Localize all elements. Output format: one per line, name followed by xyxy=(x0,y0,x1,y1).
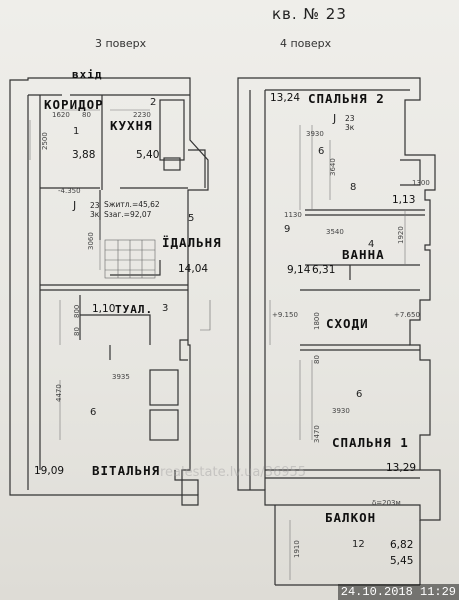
room-area-closet: 1,13 xyxy=(392,194,416,206)
apt-total-area: Sзаг.=92,07 xyxy=(104,210,152,219)
dim-3930: 3930 xyxy=(306,130,324,138)
dim-1920: 1920 xyxy=(397,226,405,244)
apt-living-area: Sжитл.=45,62 xyxy=(104,200,160,209)
dim-1130: 1130 xyxy=(284,211,302,219)
room-number-9: 9 xyxy=(284,224,291,235)
floor-right-label: 4 поверх xyxy=(280,37,332,50)
room-name-bedroom2: СПАЛЬНЯ 2 xyxy=(308,91,385,106)
apt-rooms-3: 3к xyxy=(90,210,100,219)
room-name-balcony: БАЛКОН xyxy=(325,510,377,525)
entrance-label: вхід xyxy=(72,68,103,81)
dim-80: 80 xyxy=(82,111,91,119)
level-mark-7650: +7.650 xyxy=(394,311,420,319)
dim-3930-b: 3930 xyxy=(332,407,350,415)
room-name-corridor: КОРИДОР xyxy=(44,97,104,112)
watermark: realestate.lv.ua/36955 xyxy=(160,465,307,480)
dim-3060: 3060 xyxy=(87,232,95,250)
apt-number-3: 23 xyxy=(90,201,100,210)
apt-rooms-4: 3к xyxy=(345,123,355,132)
room-area-balcony: 6,82 xyxy=(390,539,414,551)
room-name-living: ВІТАЛЬНЯ xyxy=(92,463,161,478)
room-area-corridor: 3,88 xyxy=(72,149,96,161)
dim-1300: 1300 xyxy=(412,179,430,187)
dim-800: 800 xyxy=(73,304,81,318)
room-number-living: 6 xyxy=(90,407,97,418)
dim-3640: 3640 xyxy=(329,158,337,176)
timestamp: 24.10.2018 11:29 xyxy=(337,584,459,600)
room-number-bedroom2: 6 xyxy=(318,146,325,157)
dim-2230: 2230 xyxy=(133,111,151,119)
room-number-corridor: 1 xyxy=(73,126,80,137)
dim-3935: 3935 xyxy=(112,373,130,381)
room-name-bedroom1: СПАЛЬНЯ 1 xyxy=(332,435,409,450)
dim-balcony-thickness: δ=203м xyxy=(372,499,401,507)
room-number-balcony: 12 xyxy=(352,539,365,550)
level-mark-3: -4.350 xyxy=(58,187,81,195)
dim-2500: 2500 xyxy=(41,132,49,150)
room-area-extra: 5,45 xyxy=(390,555,414,567)
dim-3540: 3540 xyxy=(326,228,344,236)
apt-symbol-4: J xyxy=(333,112,337,125)
room-name-dining: ЇДАЛЬНЯ xyxy=(162,235,222,250)
plan-title: кв. № 23 xyxy=(272,5,347,23)
room-area-bath: 6,31 xyxy=(312,264,336,276)
room-number-bath: 4 xyxy=(368,239,375,250)
dim-80-c: 80 xyxy=(313,355,321,364)
room-name-stairs: СХОДИ xyxy=(326,316,369,331)
room-name-bath: ВАННА xyxy=(342,247,385,262)
room-number-toilet: 3 xyxy=(162,303,169,314)
dim-1910: 1910 xyxy=(293,540,301,558)
level-mark-9150: +9.150 xyxy=(272,311,298,319)
room-number-dining: 5 xyxy=(188,213,195,224)
dim-1620: 1620 xyxy=(52,111,70,119)
room-name-kitchen: КУХНЯ xyxy=(110,118,153,133)
room-area-bedroom2: 13,24 xyxy=(270,92,301,104)
dim-80-b: 80 xyxy=(73,327,81,336)
room-area-bedroom1: 13,29 xyxy=(386,462,417,474)
room-number-closet: 8 xyxy=(350,182,357,193)
dim-3470: 3470 xyxy=(313,425,321,443)
dim-4470: 4470 xyxy=(55,384,63,402)
dim-1800: 1800 xyxy=(313,312,321,330)
room-number-bedroom1: 6 xyxy=(356,389,363,400)
room-area-kitchen: 5,40 xyxy=(136,149,160,161)
room-area-dining: 14,04 xyxy=(178,263,209,275)
room-area-living: 19,09 xyxy=(34,465,65,477)
room-area-toilet: 1,10 xyxy=(92,303,116,315)
floor-left-label: 3 поверх xyxy=(95,37,147,50)
apt-symbol-3: J xyxy=(73,199,77,212)
room-name-toilet: ТУАЛ. xyxy=(115,303,154,316)
apt-number-4: 23 xyxy=(345,114,355,123)
room-area-9: 9,14 xyxy=(287,264,311,276)
room-number-kitchen: 2 xyxy=(150,97,157,108)
